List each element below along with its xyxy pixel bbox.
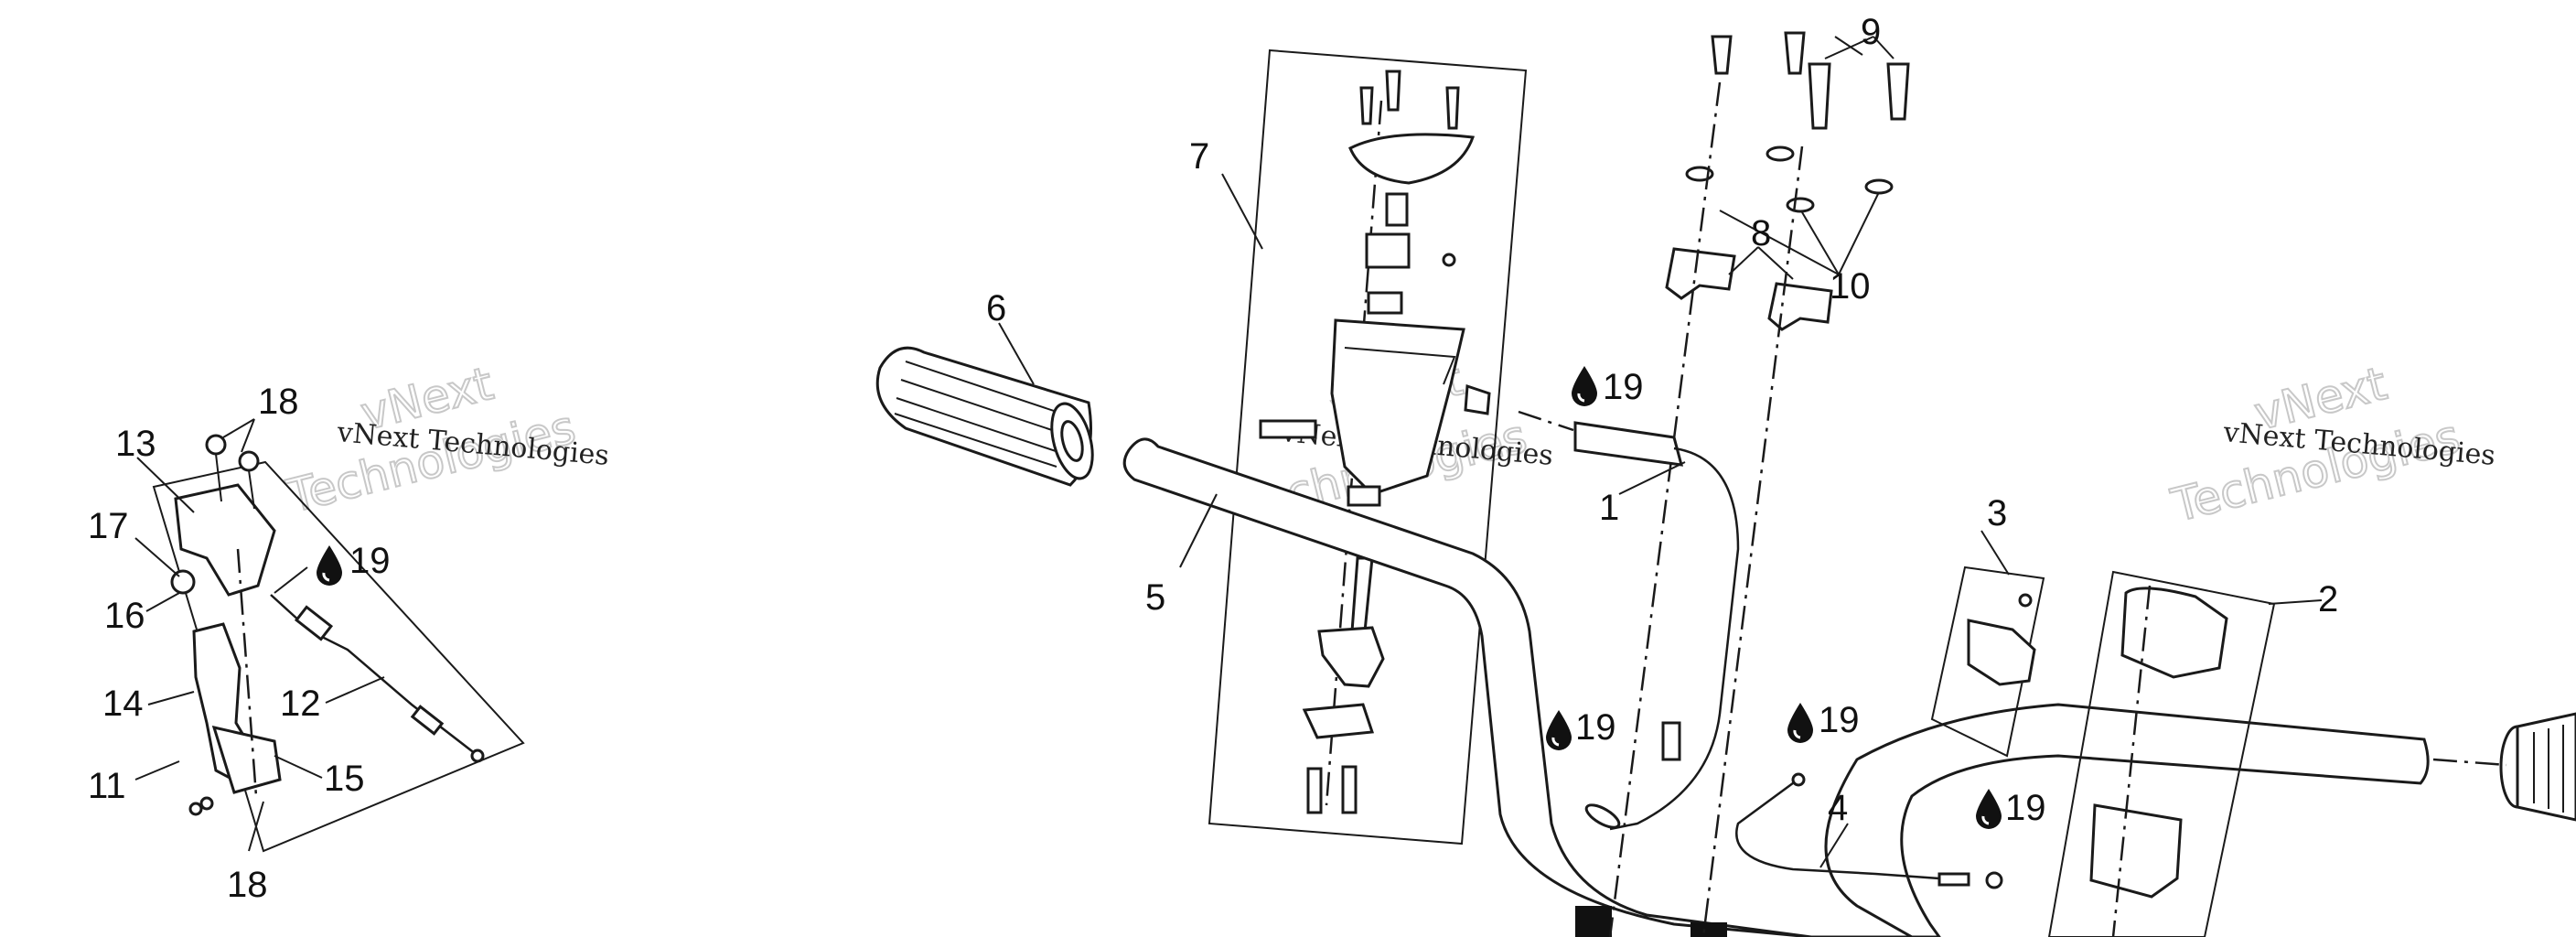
reservoir-body [1330,318,1465,496]
callout-13: 13 [115,424,156,464]
throttle-cable-4 [1735,772,2003,889]
brake-hose [1518,410,1740,831]
callout-19-lower: 19 [1575,707,1616,748]
callout-12: 12 [280,684,321,724]
leader-lines [134,36,2323,868]
reservoir-cap [1348,133,1476,185]
callout-3: 3 [1987,493,2007,533]
clamp-8a [1665,247,1736,300]
watermark-left: vNext Technologies vNext Technologies [281,356,610,524]
callout-2: 2 [2318,579,2338,619]
hose-fitting [1573,421,1684,467]
bolt-9 [1808,62,1831,130]
handlebar-grip [875,346,1094,487]
panel-3-frame [1930,565,2045,758]
handlebar [1122,437,2430,937]
lever-base [211,725,282,794]
callout-10: 10 [1830,266,1871,307]
callout-18-top: 18 [258,382,299,422]
callout-8: 8 [1751,213,1771,253]
callout-19-cable: 19 [1819,700,1860,740]
callout-19-right: 19 [2005,788,2046,828]
oil-drop-icon [317,545,342,586]
callout-14: 14 [102,684,144,724]
housing-bottom [2089,803,2183,899]
callout-6: 6 [986,288,1006,328]
watermark-right: vNext Technologies vNext Technologies [2165,356,2496,533]
nut [170,569,196,595]
screw-head [205,434,227,456]
callout-1: 1 [1599,488,1619,528]
oil-drop-icon [1546,710,1572,750]
callout-labels: 1 2 3 4 5 6 7 8 9 10 11 12 13 14 15 16 1… [88,12,2338,905]
callout-16: 16 [104,596,145,636]
callout-19-inset: 19 [349,541,391,581]
callout-7: 7 [1189,136,1209,177]
oil-drop-icon [1787,703,1813,743]
oil-callouts: 19 19 19 19 19 [317,366,2046,829]
panel-frame [1208,48,1528,845]
callout-19-hose: 19 [1603,367,1644,407]
callout-18-bottom: 18 [227,865,268,905]
panel-2-frame [2047,570,2276,937]
callout-4: 4 [1828,788,1848,828]
housing-panel [2047,570,2276,937]
lever-assembly-inset [152,434,525,853]
screw-head [238,450,260,472]
handlebar-tube [1122,437,2430,937]
right-grip-end [2432,712,2576,822]
bracket [174,483,276,597]
housing-top [2120,587,2228,679]
callout-15: 15 [324,759,365,799]
switch-housing-panel [1930,565,2045,758]
callout-11: 11 [88,766,126,806]
oil-drop-icon [1572,366,1597,406]
master-cylinder-panel [1208,48,1528,845]
handlebar-clamps [1608,31,1910,937]
lever-mount [1317,626,1385,688]
oil-drop-icon [1976,789,2002,829]
clamp-8b [1767,282,1833,331]
callout-5: 5 [1145,577,1165,618]
callout-17: 17 [88,506,129,546]
callout-9: 9 [1861,12,1881,52]
